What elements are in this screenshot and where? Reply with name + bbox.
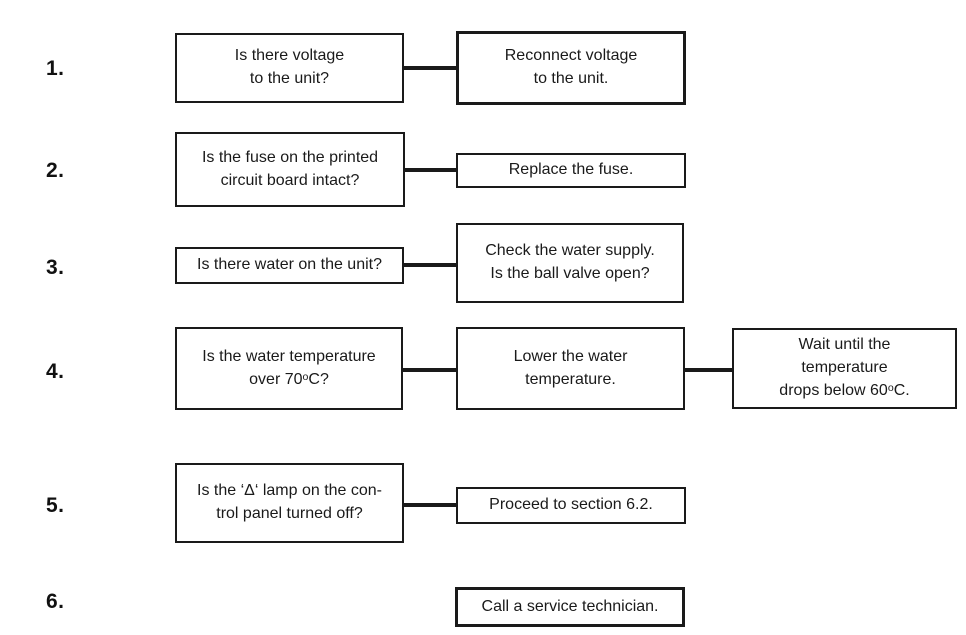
superscript-degree: o	[302, 370, 309, 383]
connector-line	[405, 168, 456, 172]
box-line: Is the ‘Δ‘ lamp on the con-	[197, 482, 382, 500]
box-line: drops below 60oC.	[779, 381, 910, 399]
box-line: Is the fuse on the printed	[201, 148, 379, 166]
superscript-degree: o	[887, 381, 894, 394]
step-number: 4.	[46, 360, 65, 383]
connector-line	[404, 66, 456, 70]
step-number: 3.	[46, 256, 65, 279]
box-line: Replace the fuse.	[508, 161, 634, 179]
action-box: Reconnect voltage to the unit.	[456, 31, 686, 105]
box-line: over 70oC?	[249, 370, 329, 388]
box-line: Wait until the	[798, 336, 891, 354]
step-number: 6.	[46, 590, 65, 613]
box-line: to the unit.	[533, 70, 609, 87]
question-box: Is the water temperature over 70oC?	[175, 327, 403, 410]
action-box: Wait until the temperature drops below 6…	[732, 328, 957, 409]
step-number: 2.	[46, 159, 65, 182]
action-box: Call a service technician.	[455, 587, 685, 627]
connector-line	[685, 368, 732, 372]
box-line: Reconnect voltage	[504, 47, 638, 65]
box-line: Lower the water	[513, 347, 628, 365]
question-box: Is there voltage to the unit?	[175, 33, 404, 103]
box-line: trol panel turned off?	[216, 505, 363, 522]
box-line: Check the water supply.	[485, 242, 655, 260]
box-line: Is there voltage	[234, 47, 345, 65]
box-line: circuit board intact?	[220, 171, 360, 189]
step-number: 5.	[46, 494, 65, 517]
box-line: temperature	[801, 359, 888, 377]
action-box: Proceed to section 6.2.	[456, 487, 686, 524]
question-box: Is the fuse on the printed circuit board…	[175, 132, 405, 207]
connector-line	[403, 368, 456, 372]
box-line: Proceed to section 6.2.	[489, 496, 653, 514]
action-box: Check the water supply. Is the ball valv…	[456, 223, 684, 303]
question-box: Is the ‘Δ‘ lamp on the con- trol panel t…	[175, 463, 404, 543]
box-line: temperature.	[525, 370, 616, 388]
connector-line	[404, 263, 456, 267]
box-line: to the unit?	[249, 70, 330, 87]
step-number: 1.	[46, 57, 65, 80]
box-line: Is there water on the unit?	[197, 256, 382, 274]
box-line: Is the ball valve open?	[490, 265, 650, 282]
box-line: Call a service technician.	[481, 597, 659, 615]
box-line: Is the water temperature	[202, 347, 376, 365]
connector-line	[404, 503, 456, 507]
question-box: Is there water on the unit?	[175, 247, 404, 284]
action-box: Replace the fuse.	[456, 153, 686, 188]
action-box: Lower the water temperature.	[456, 327, 685, 410]
